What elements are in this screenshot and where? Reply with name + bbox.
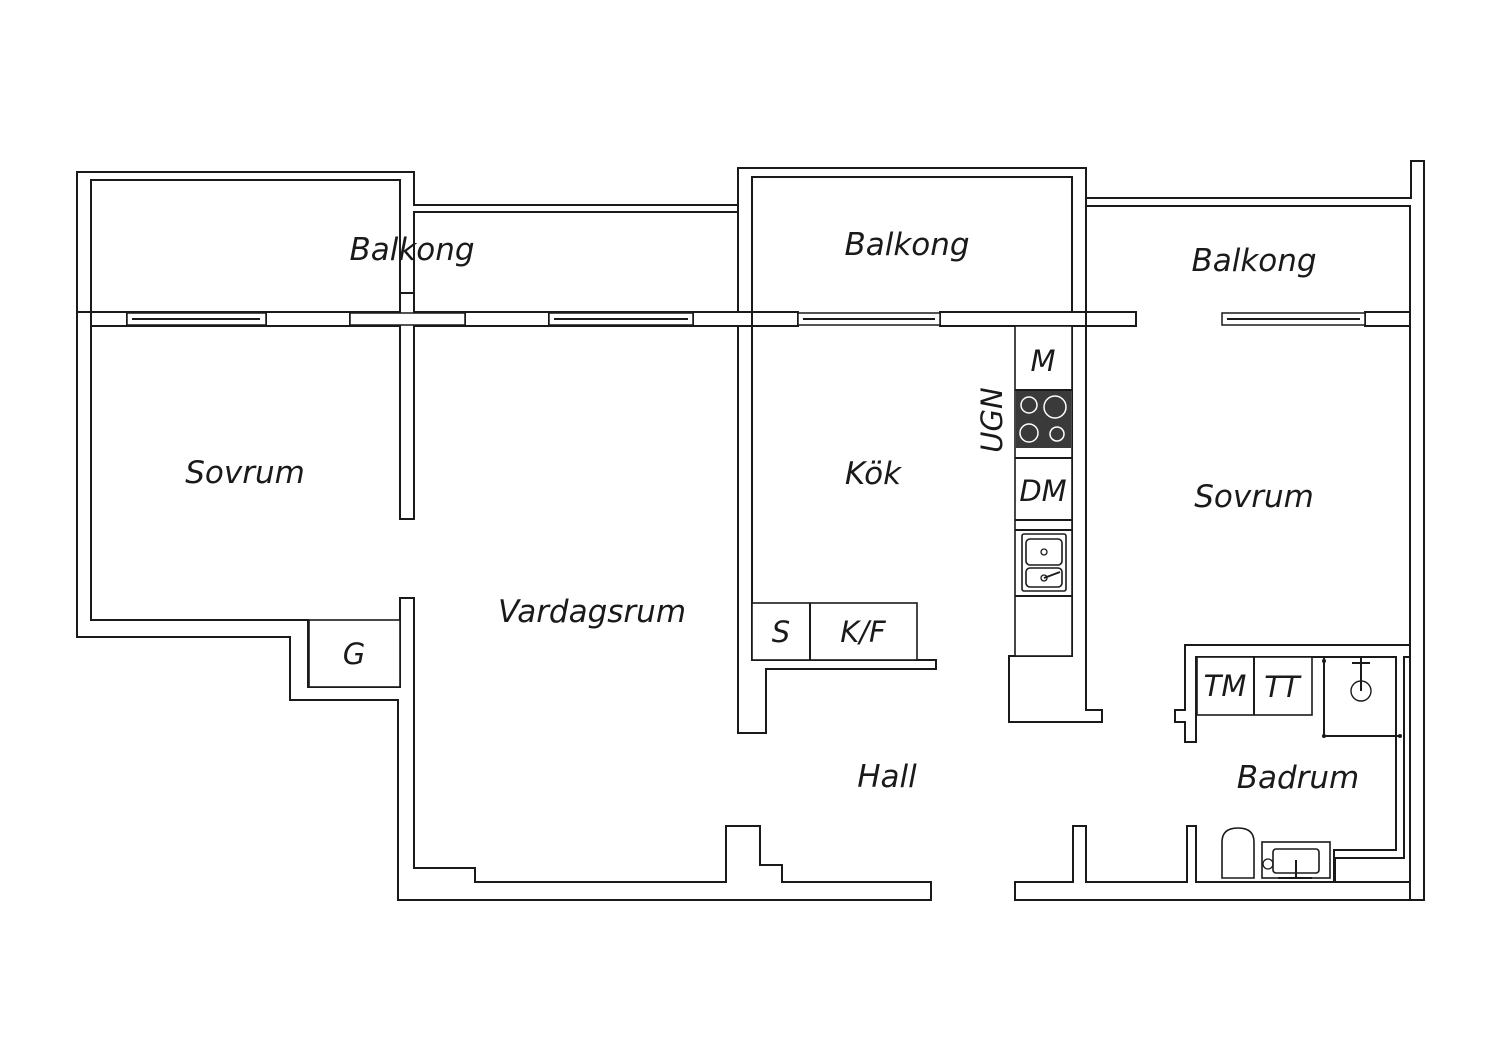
burner	[1019, 423, 1039, 443]
room-labels: Balkong Balkong Balkong Sovrum Vardagsru…	[185, 227, 1359, 796]
kitchen-west-wall	[737, 325, 937, 734]
wall-segment	[692, 311, 753, 327]
kitchen-fixtures	[308, 325, 1073, 688]
wall-segment	[939, 311, 1087, 327]
wall-segment	[90, 311, 128, 327]
balcony-door	[349, 312, 466, 326]
room-label-badrum: Badrum	[1237, 760, 1360, 796]
label-wardrobe: G	[343, 637, 365, 671]
room-label-vardagsrum: Vardagsrum	[498, 594, 686, 630]
wall-segment	[265, 311, 351, 327]
bottom-exterior-wall	[1014, 825, 1411, 901]
interior-walls	[90, 292, 1411, 881]
wall-segment	[464, 311, 550, 327]
wall-segment	[751, 311, 799, 327]
room-label-balkong-left: Balkong	[349, 232, 474, 268]
windows	[126, 312, 1366, 326]
room-label-sovrum-right: Sovrum	[1194, 479, 1314, 515]
kitchen-counter	[1014, 325, 1073, 657]
bathroom-fixtures	[1196, 656, 1402, 879]
label-oven: UGN	[975, 387, 1009, 452]
wardrobe	[308, 619, 401, 688]
burner	[1043, 395, 1067, 419]
sink-basin	[1025, 538, 1063, 566]
room-label-sovrum-left: Sovrum	[185, 455, 305, 491]
bathroom-north-wall	[1174, 644, 1411, 881]
wall-segment	[1085, 311, 1137, 327]
fridge-storage-unit	[751, 602, 918, 661]
room-label-balkong-middle: Balkong	[844, 227, 969, 263]
label-microwave: M	[1030, 344, 1055, 378]
room-label-kok: Kök	[845, 456, 902, 492]
label-storage: S	[772, 615, 790, 649]
wall-segment	[1364, 311, 1411, 327]
bedroom-partition	[399, 292, 415, 520]
left-exterior-wall	[76, 311, 932, 901]
label-fridge-freezer: K/F	[840, 615, 887, 649]
fixture-labels: M UGN DM S K/F G TM TT	[343, 344, 1302, 704]
label-washer: TM	[1204, 669, 1247, 703]
room-label-hall: Hall	[857, 759, 917, 795]
room-label-balkong-right: Balkong	[1191, 243, 1316, 279]
label-dryer: TT	[1264, 670, 1302, 704]
burner	[1020, 396, 1038, 414]
burner	[1049, 426, 1065, 442]
label-dishwasher: DM	[1019, 474, 1066, 508]
toilet	[1221, 827, 1255, 879]
right-balcony-wall	[1085, 160, 1425, 901]
